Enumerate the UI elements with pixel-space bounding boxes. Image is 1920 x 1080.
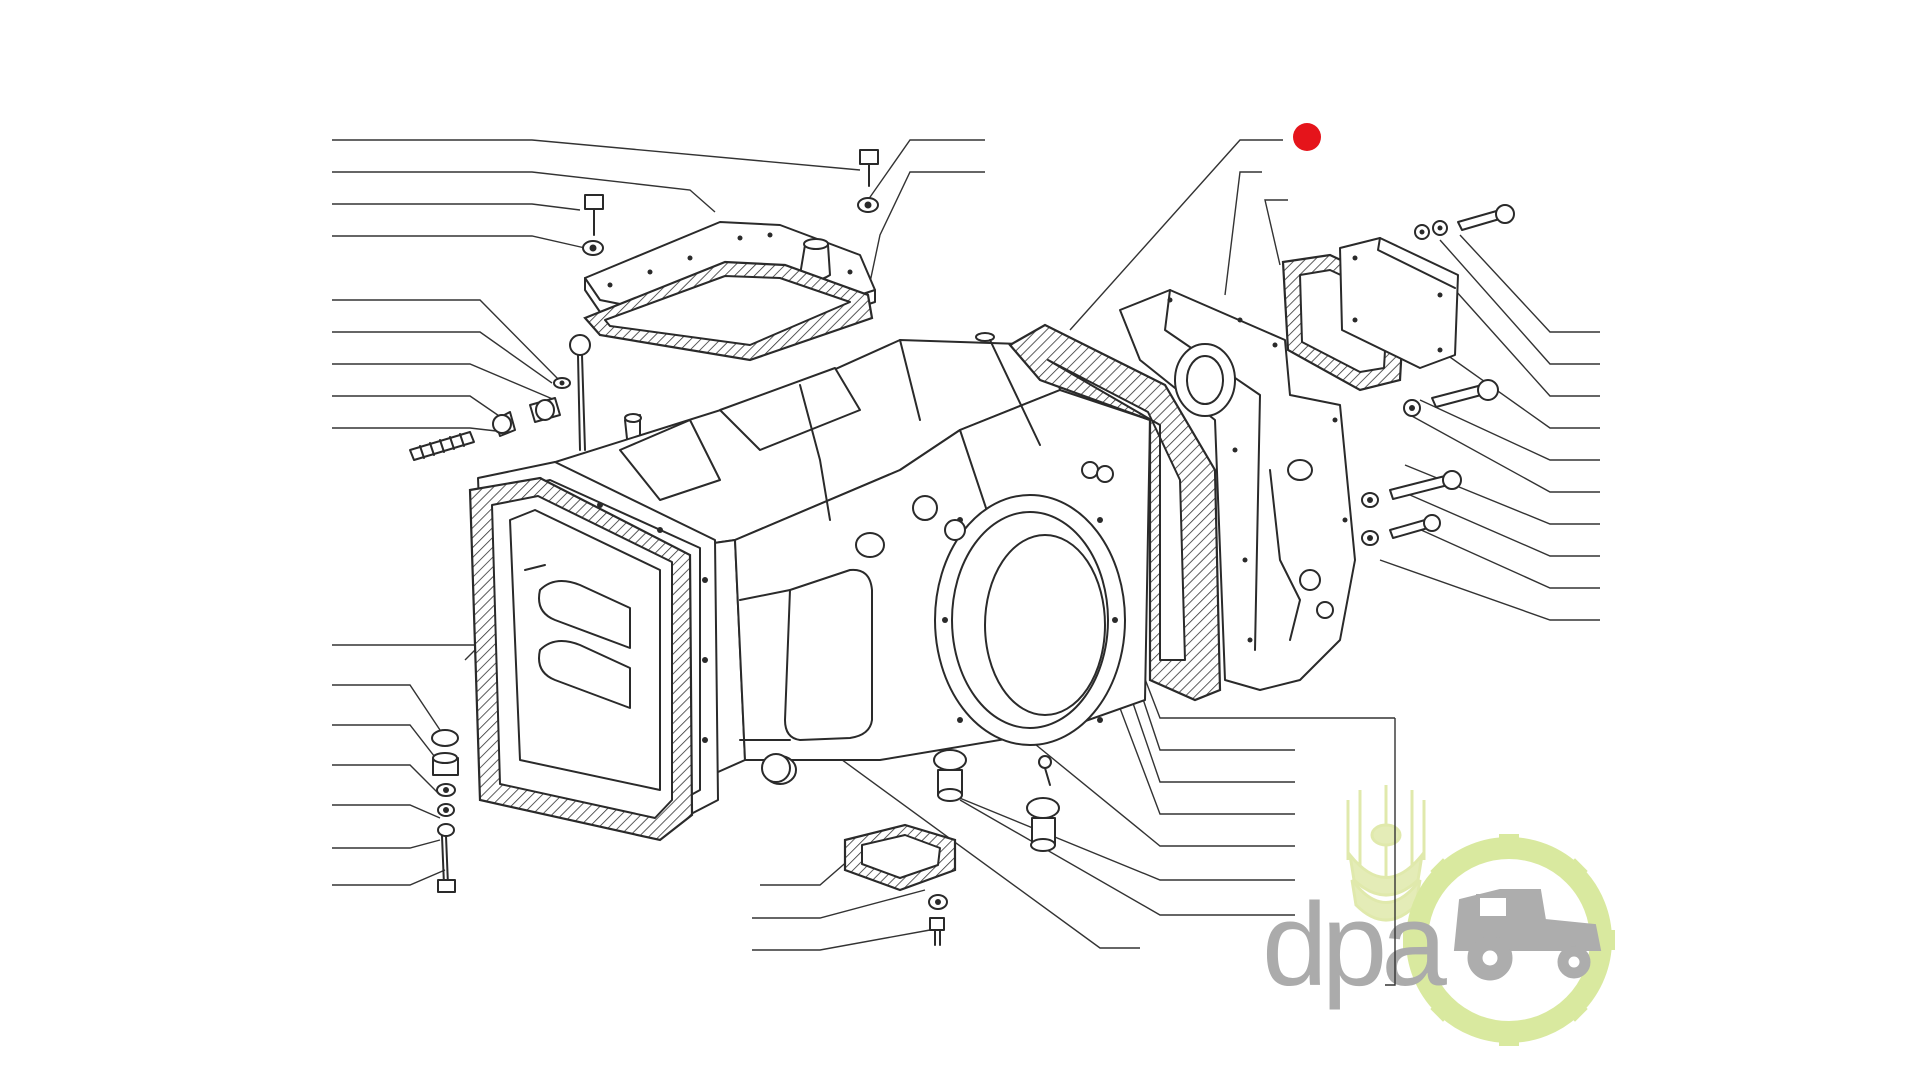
tractor-icon — [1453, 889, 1602, 981]
rear-cover — [1119, 289, 1356, 691]
bottom-gasket — [843, 823, 957, 892]
leader-lines-left — [332, 139, 931, 951]
bolt-icon — [928, 894, 948, 946]
plug-icon — [933, 749, 967, 802]
watermark-text: dpa — [1262, 879, 1447, 1011]
wheat-icon — [1346, 785, 1426, 922]
bolt-icon — [857, 149, 879, 213]
drain-plug-icon — [431, 729, 459, 893]
bolt-icon — [582, 194, 604, 256]
bolt-icon — [1361, 514, 1441, 546]
dipstick-icon — [569, 334, 591, 451]
fitting-icon — [409, 377, 571, 461]
rear-gasket — [1008, 323, 1222, 702]
housing-front-face — [509, 509, 661, 791]
dowel-icon — [975, 332, 1114, 483]
bolt-icon — [1414, 204, 1515, 240]
bolt-icon — [1361, 470, 1462, 508]
leader-lines-right — [759, 139, 1600, 986]
watermark-logo: dpa — [1262, 785, 1615, 1046]
plug-icon — [1026, 797, 1060, 852]
cover-plate — [1339, 237, 1459, 369]
top-cover-gasket — [583, 260, 874, 362]
bolt-icon — [1403, 379, 1499, 417]
pin-icon — [1038, 755, 1052, 786]
highlight-marker — [1293, 123, 1321, 151]
